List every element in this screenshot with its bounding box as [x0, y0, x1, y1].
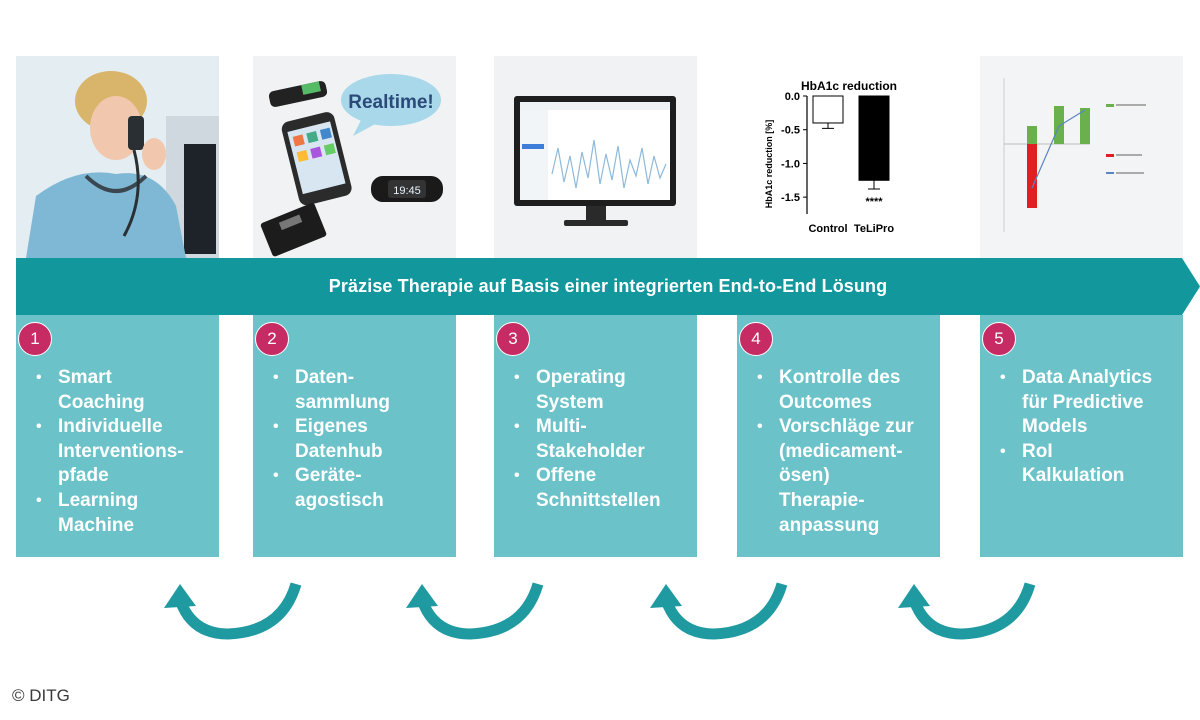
step-bullet-item: Multi- Stakeholder	[514, 415, 691, 464]
step-bullet-item: Offene Schnittstellen	[514, 464, 691, 513]
y-tick-label: -1.0	[781, 158, 800, 170]
step-bullet-item: Kontrolle des Outcomes	[757, 366, 934, 415]
y-tick-label: 0.0	[785, 91, 800, 103]
cycle-arrow-icon	[898, 582, 1036, 640]
banner-title: Präzise Therapie auf Basis einer integri…	[328, 276, 888, 296]
step-bullet-item: Learning Machine	[36, 489, 213, 538]
step-bullet-item: Daten- sammlung	[273, 366, 450, 415]
step-bullet-list: Daten- sammlungEigenes DatenhubGeräte- a…	[273, 366, 450, 514]
category-label: Control	[808, 223, 847, 235]
svg-text:Realtime!: Realtime!	[348, 92, 434, 113]
y-tick-label: -1.5	[781, 192, 800, 204]
speech-bubble-icon: Realtime!	[341, 74, 441, 136]
cycle-arrow-icon	[406, 582, 544, 640]
error-bar	[822, 122, 834, 129]
process-arrow-band	[16, 258, 1200, 315]
step-number-badge: 3	[496, 322, 530, 356]
step-card-5: 5Data Analytics für Predictive ModelsRoI…	[980, 315, 1183, 557]
step-bullet-list: Smart CoachingIndividuelle Interventions…	[36, 366, 213, 538]
step-bullet-list: Operating SystemMulti- StakeholderOffene…	[514, 366, 691, 514]
step-bullet-list: Kontrolle des OutcomesVorschläge zur (me…	[757, 366, 934, 538]
svg-text:19:45: 19:45	[393, 185, 421, 197]
error-bar	[868, 180, 880, 190]
fitness-tracker-icon: 19:45	[371, 176, 443, 202]
category-label: TeLiPro	[854, 223, 894, 235]
step-number-badge: 1	[18, 322, 52, 356]
step-number-badge: 4	[739, 322, 773, 356]
scale-icon	[260, 203, 327, 257]
analytics-chart-panel	[980, 56, 1183, 258]
step-bullet-item: Data Analytics für Predictive Models	[1000, 366, 1177, 440]
smartphone-icon	[281, 112, 352, 206]
devices-illustration: Realtime! 19:45	[253, 56, 456, 258]
step-card-3: 3Operating SystemMulti- StakeholderOffen…	[494, 315, 697, 557]
nurse-photo	[16, 56, 219, 258]
step-bullet-item: Eigenes Datenhub	[273, 415, 450, 464]
copyright-notice: © DITG	[12, 686, 70, 705]
step-bullet-item: Individuelle Interventions- pfade	[36, 415, 213, 489]
step-bullet-item: Smart Coaching	[36, 366, 213, 415]
step-bullet-list: Data Analytics für Predictive ModelsRoI …	[1000, 366, 1177, 489]
bar-control	[812, 95, 844, 124]
step-bullet-item: RoI Kalkulation	[1000, 440, 1177, 489]
monitor-illustration	[494, 56, 697, 258]
step-number-badge: 5	[982, 322, 1016, 356]
bar-telipro	[858, 95, 890, 181]
chart-title: HbA1c reduction	[801, 79, 897, 93]
hba1c-chart: HbA1c reduction HbA1c reduction [%] 0.0 -…	[764, 79, 897, 235]
step-card-4: 4Kontrolle des OutcomesVorschläge zur (m…	[737, 315, 940, 557]
chart-ylabel: HbA1c reduction [%]	[764, 120, 774, 209]
y-tick-label: -0.5	[781, 125, 800, 137]
cycle-arrow-icon	[650, 582, 788, 640]
step-card-2: 2Daten- sammlungEigenes DatenhubGeräte- …	[253, 315, 456, 557]
cycle-arrow-icon	[164, 582, 302, 640]
step-bullet-item: Geräte- agostisch	[273, 464, 450, 513]
glucometer-icon	[268, 81, 328, 107]
hba1c-chart-panel: HbA1c reduction HbA1c reduction [%] 0.0 -…	[737, 56, 940, 258]
significance-marker: ****	[865, 196, 883, 208]
step-bullet-item: Vorschläge zur (medicament- ösen) Therap…	[757, 415, 934, 538]
step-bullet-item: Operating System	[514, 366, 691, 415]
step-card-1: 1Smart CoachingIndividuelle Intervention…	[16, 315, 219, 557]
step-number-badge: 2	[255, 322, 289, 356]
